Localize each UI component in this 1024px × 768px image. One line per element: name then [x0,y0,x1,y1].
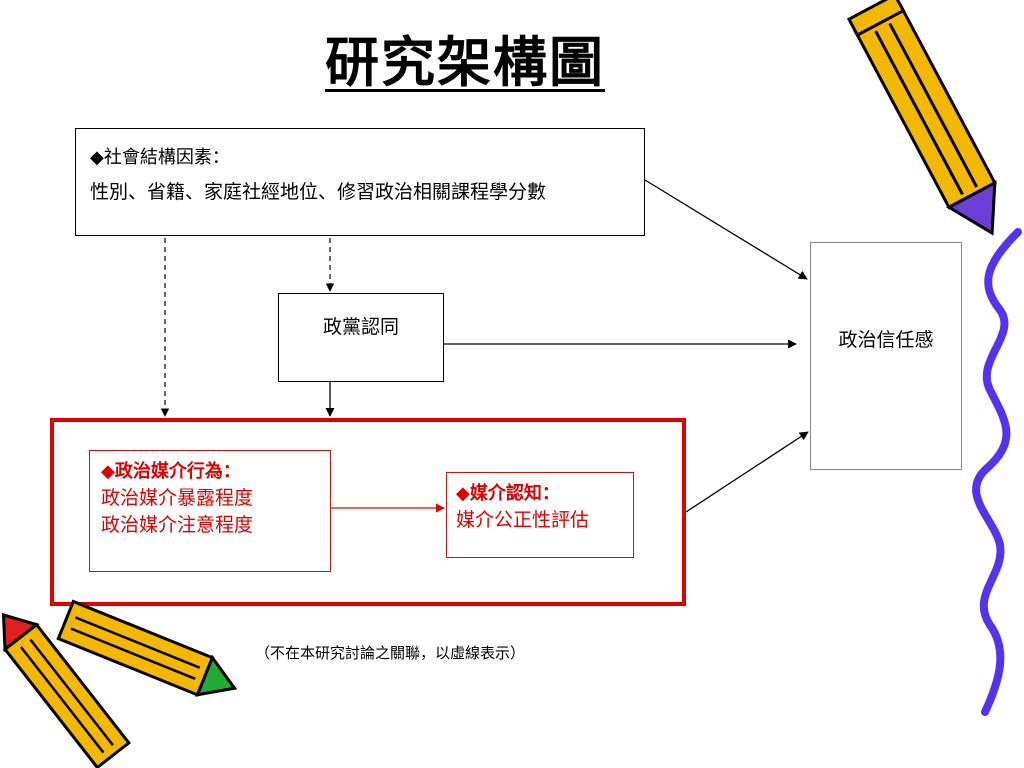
pencil-icon [1,612,131,768]
media-behavior-box: ◆政治媒介行為： 政治媒介暴露程度 政治媒介注意程度 [89,450,331,572]
media-behavior-line: 政治媒介暴露程度 [101,487,254,509]
media-group-frame [50,418,686,606]
arrow-social-to-trust [644,179,808,280]
media-behavior-heading: ◆政治媒介行為： [101,461,241,482]
media-cognition-heading: ◆媒介認知： [456,483,560,504]
media-cognition-line: 媒介公正性評估 [456,509,590,531]
media-behavior-line: 政治媒介注意程度 [101,514,254,536]
pencil-icon [846,0,997,236]
pencil-icon [56,599,238,697]
dashed-line-note: （不在本研究討論之關聯，以虛線表示） [255,644,526,662]
social-structure-factors: 性別、省籍、家庭社經地位、修習政治相關課程學分數 [90,181,547,203]
squiggle-line [972,228,1022,716]
political-trust-label: 政治信任感 [838,329,934,351]
page-title: 研究架構圖 [325,30,605,94]
social-structure-box: ◆社會結構因素： 性別、省籍、家庭社經地位、修習政治相關課程學分數 [75,128,645,236]
party-identity-label: 政黨認同 [322,316,399,338]
social-structure-heading: ◆社會結構因素： [90,147,230,168]
media-cognition-box: ◆媒介認知： 媒介公正性評估 [446,472,634,558]
arrow-media-to-trust [685,431,809,513]
party-identity-box: 政黨認同 [278,293,444,382]
political-trust-box: 政治信任感 [810,242,962,470]
